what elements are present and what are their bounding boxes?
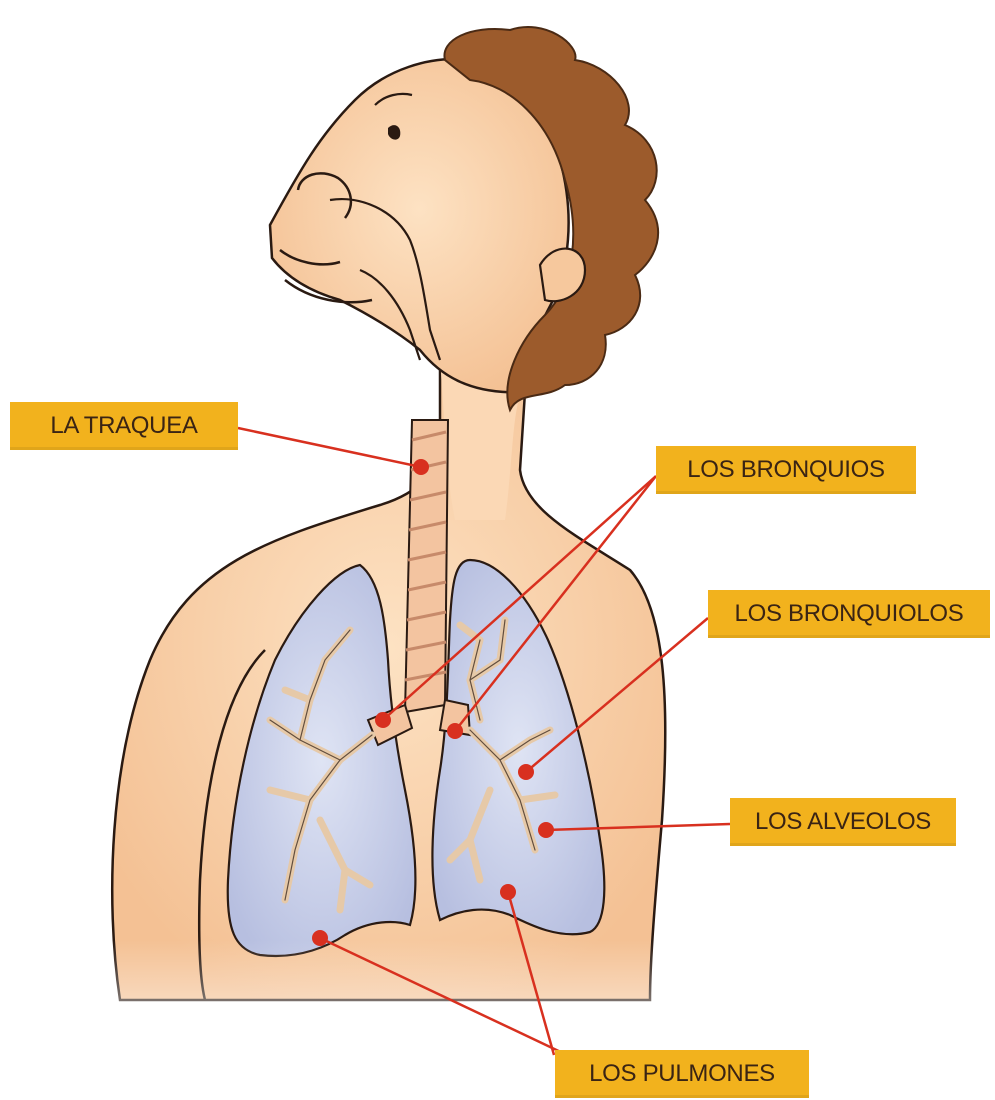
dot-pulmon-right	[500, 884, 516, 900]
label-bronquiolos: LOS BRONQUIOLOS	[708, 590, 990, 638]
label-traquea: LA TRAQUEA	[10, 402, 238, 450]
dot-bronquio-right	[447, 723, 463, 739]
label-alveolos: LOS ALVEOLOS	[730, 798, 956, 846]
label-pulmones: LOS PULMONES	[555, 1050, 809, 1098]
dot-bronquiolos	[518, 764, 534, 780]
dot-pulmon-left	[312, 930, 328, 946]
label-bronquios: LOS BRONQUIOS	[656, 446, 916, 494]
dot-traquea	[413, 459, 429, 475]
dot-alveolos	[538, 822, 554, 838]
dot-bronquio-left	[375, 712, 391, 728]
